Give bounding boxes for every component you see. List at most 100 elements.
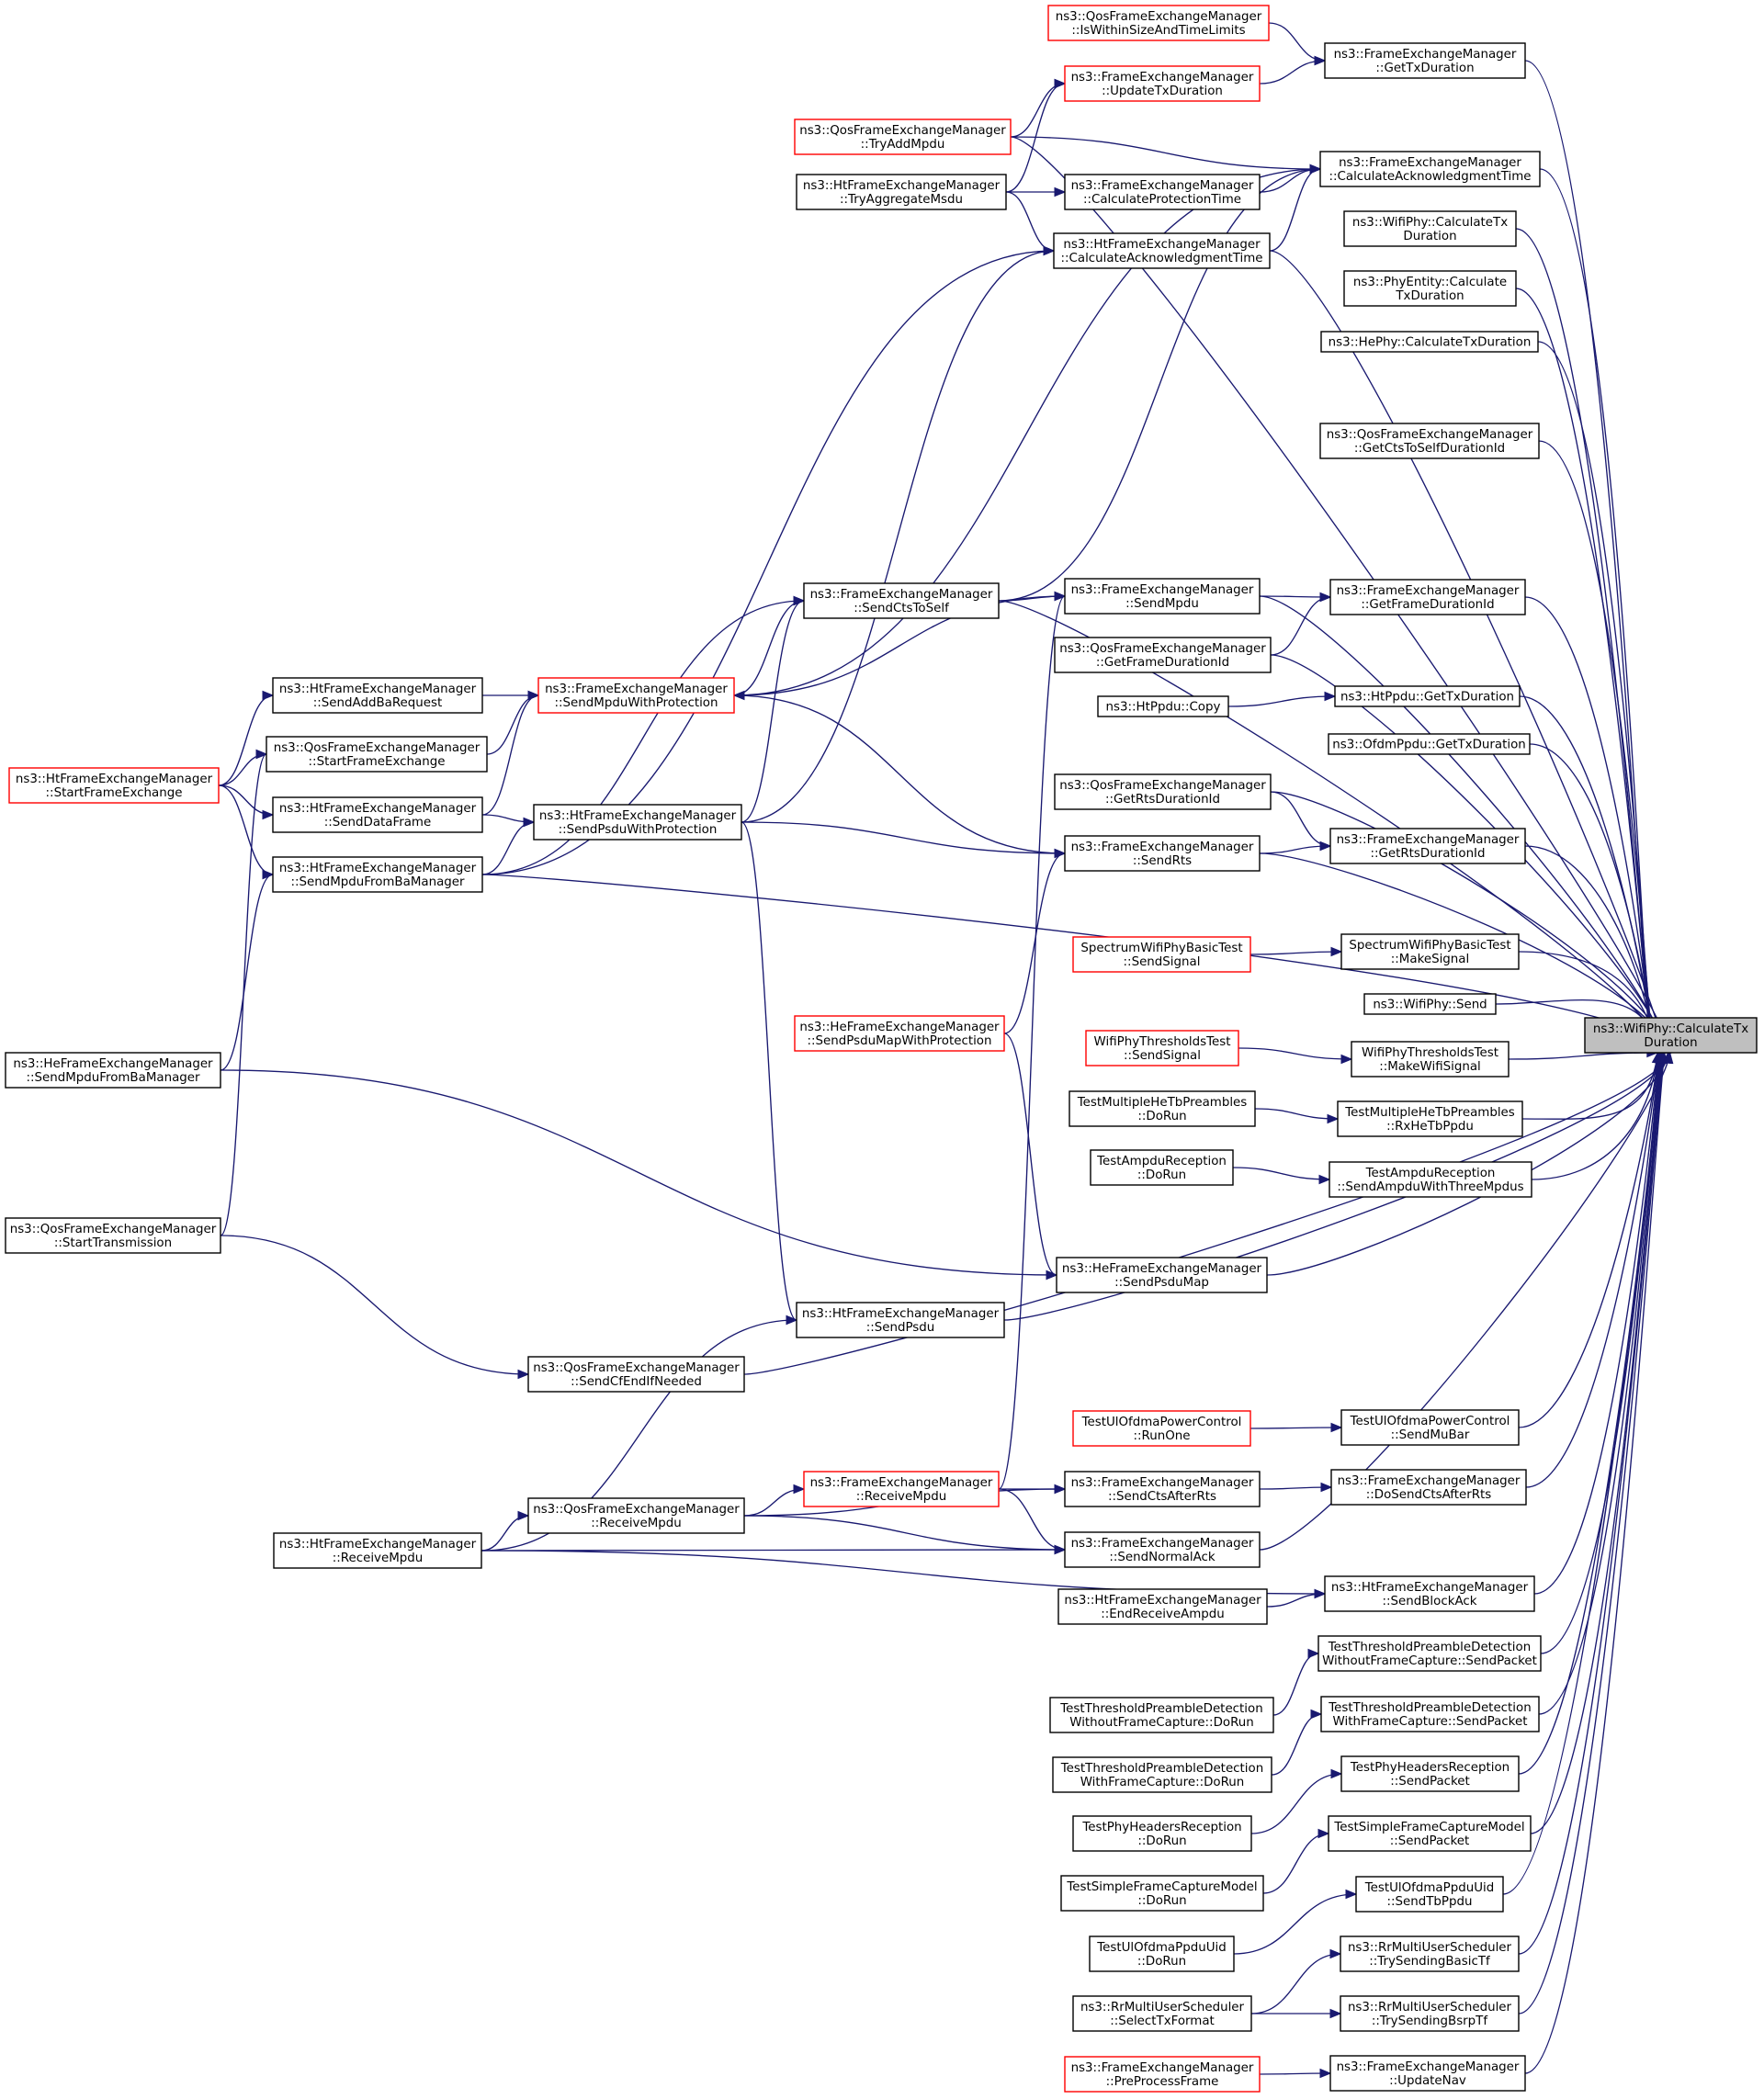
- node-hephy[interactable]: ns3::HePhy::CalculateTxDuration: [1320, 331, 1539, 353]
- node-ht-sendmpdufromba[interactable]: ns3::HtFrameExchangeManager::SendMpduFro…: [272, 856, 483, 893]
- node-box[interactable]: [1329, 2055, 1526, 2092]
- node-fem-recvmpdu[interactable]: ns3::FrameExchangeManager::ReceiveMpdu: [803, 1471, 1000, 1507]
- node-fem-getframedur[interactable]: ns3::FrameExchangeManager::GetFrameDurat…: [1329, 579, 1526, 615]
- node-thr-make[interactable]: WifiPhyThresholdsTest::MakeWifiSignal: [1351, 1041, 1510, 1078]
- node-phyentity[interactable]: ns3::PhyEntity::CalculateTxDuration: [1343, 270, 1517, 307]
- node-box[interactable]: [1340, 1409, 1520, 1446]
- node-box[interactable]: [527, 1356, 745, 1393]
- node-ulpc-runone[interactable]: TestUlOfdmaPowerControl::RunOne: [1072, 1410, 1251, 1447]
- node-rr-bsrp[interactable]: ns3::RrMultiUserScheduler::TrySendingBsr…: [1340, 1995, 1520, 2032]
- node-box[interactable]: [1363, 993, 1497, 1015]
- node-fem-sendrts[interactable]: ns3::FrameExchangeManager::SendRts: [1064, 835, 1261, 872]
- node-fem-sendnormack[interactable]: ns3::FrameExchangeManager::SendNormalAck: [1064, 1531, 1261, 1568]
- node-he-sendmpdufromba[interactable]: ns3::HeFrameExchangeManager::SendMpduFro…: [5, 1052, 221, 1089]
- node-root[interactable]: ns3::WifiPhy::CalculateTxDuration: [1584, 1017, 1758, 1054]
- node-box[interactable]: [1053, 232, 1271, 269]
- node-box[interactable]: [1340, 1755, 1520, 1792]
- node-fem-sendmpdu[interactable]: ns3::FrameExchangeManager::SendMpdu: [1064, 578, 1261, 615]
- node-box[interactable]: [1355, 1876, 1504, 1913]
- node-box[interactable]: [1319, 151, 1541, 187]
- node-fem-sendcts[interactable]: ns3::FrameExchangeManager::SendCtsToSelf: [803, 582, 1000, 619]
- node-box[interactable]: [1064, 2056, 1261, 2093]
- node-box[interactable]: [537, 677, 735, 714]
- node-box[interactable]: [527, 1497, 745, 1534]
- node-spectrum-make[interactable]: SpectrumWifiPhyBasicTest::MakeSignal: [1340, 933, 1520, 970]
- node-box[interactable]: [1584, 1017, 1758, 1054]
- node-rr-select[interactable]: ns3::RrMultiUserScheduler::SelectTxForma…: [1072, 1995, 1252, 2032]
- node-ampdu-dorun[interactable]: TestAmpduReception::DoRun: [1090, 1149, 1234, 1186]
- node-box[interactable]: [5, 1052, 221, 1089]
- node-box[interactable]: [1054, 773, 1272, 810]
- node-box[interactable]: [1320, 1696, 1540, 1732]
- node-box[interactable]: [5, 1217, 221, 1254]
- node-box[interactable]: [1069, 1090, 1256, 1127]
- node-qos-starttx[interactable]: ns3::QosFrameExchangeManager::StartTrans…: [5, 1217, 221, 1254]
- node-tpd-wo-send[interactable]: TestThresholdPreambleDetectionWithoutFra…: [1317, 1635, 1542, 1672]
- node-box[interactable]: [803, 582, 1000, 619]
- node-box[interactable]: [1320, 331, 1539, 353]
- node-box[interactable]: [1334, 685, 1521, 707]
- node-fem-sendctsafter[interactable]: ns3::FrameExchangeManager::SendCtsAfterR…: [1064, 1471, 1261, 1507]
- node-box[interactable]: [1319, 423, 1540, 459]
- node-box[interactable]: [273, 1532, 482, 1569]
- node-fem-sendmpduprot[interactable]: ns3::FrameExchangeManager::SendMpduWithP…: [537, 677, 735, 714]
- node-sfc-send[interactable]: TestSimpleFrameCaptureModel::SendPacket: [1328, 1815, 1532, 1852]
- node-he-sendpsdumap[interactable]: ns3::HeFrameExchangeManager::SendPsduMap: [1056, 1257, 1268, 1293]
- node-htppdu-gettx[interactable]: ns3::HtPpdu::GetTxDuration: [1334, 685, 1521, 707]
- node-ht-endrecv[interactable]: ns3::HtFrameExchangeManager::EndReceiveA…: [1057, 1588, 1268, 1625]
- node-qos-sendcfend[interactable]: ns3::QosFrameExchangeManager::SendCfEndI…: [527, 1356, 745, 1393]
- node-box[interactable]: [1064, 578, 1261, 615]
- node-spectrum-sendsig[interactable]: SpectrumWifiPhyBasicTest::SendSignal: [1072, 936, 1251, 973]
- node-ht-senddata[interactable]: ns3::HtFrameExchangeManager::SendDataFra…: [272, 796, 483, 833]
- node-wifiphy-send[interactable]: ns3::WifiPhy::Send: [1363, 993, 1497, 1015]
- node-box[interactable]: [272, 677, 483, 714]
- node-box[interactable]: [1329, 579, 1526, 615]
- node-qos-getframedur[interactable]: ns3::QosFrameExchangeManager::GetFrameDu…: [1054, 637, 1272, 673]
- node-qos-recvmpdu[interactable]: ns3::QosFrameExchangeManager::ReceiveMpd…: [527, 1497, 745, 1534]
- node-box[interactable]: [1049, 1697, 1274, 1733]
- node-box[interactable]: [1343, 270, 1517, 307]
- node-ht-startfe[interactable]: ns3::HtFrameExchangeManager::StartFrameE…: [8, 767, 220, 804]
- node-ulpu-send[interactable]: TestUlOfdmaPpduUid::SendTbPpdu: [1355, 1876, 1504, 1913]
- node-fem-gettxd[interactable]: ns3::FrameExchangeManager::GetTxDuration: [1324, 42, 1526, 79]
- node-box[interactable]: [796, 1302, 1005, 1338]
- node-qos-getrts[interactable]: ns3::QosFrameExchangeManager::GetRtsDura…: [1054, 773, 1272, 810]
- node-box[interactable]: [1328, 1815, 1532, 1852]
- node-htppdu-copy[interactable]: ns3::HtPpdu::Copy: [1097, 695, 1229, 717]
- node-box[interactable]: [1090, 1149, 1234, 1186]
- node-ht-calcack[interactable]: ns3::HtFrameExchangeManager::CalculateAc…: [1053, 232, 1271, 269]
- node-box[interactable]: [1343, 210, 1517, 247]
- node-box[interactable]: [1056, 1257, 1268, 1293]
- node-fem-preprocess[interactable]: ns3::FrameExchangeManager::PreProcessFra…: [1064, 2056, 1261, 2093]
- node-fem-dosend[interactable]: ns3::FrameExchangeManager::DoSendCtsAfte…: [1330, 1469, 1527, 1506]
- node-box[interactable]: [1324, 42, 1526, 79]
- node-box[interactable]: [794, 118, 1012, 155]
- node-fem-updtx[interactable]: ns3::FrameExchangeManager::UpdateTxDurat…: [1064, 65, 1261, 102]
- node-tpd-w-send[interactable]: TestThresholdPreambleDetectionWithFrameC…: [1320, 1696, 1540, 1732]
- node-box[interactable]: [272, 796, 483, 833]
- node-box[interactable]: [1340, 1995, 1520, 2032]
- node-box[interactable]: [1072, 1995, 1252, 2032]
- node-tpd-wo-dorun[interactable]: TestThresholdPreambleDetectionWithoutFra…: [1049, 1697, 1274, 1733]
- node-box[interactable]: [1340, 933, 1520, 970]
- node-fem-calcack[interactable]: ns3::FrameExchangeManager::CalculateAckn…: [1319, 151, 1541, 187]
- node-box[interactable]: [1089, 1935, 1235, 1972]
- node-box[interactable]: [794, 1015, 1005, 1052]
- node-box[interactable]: [266, 736, 488, 773]
- node-qos-iswithin[interactable]: ns3::QosFrameExchangeManager::IsWithinSi…: [1047, 5, 1270, 41]
- node-box[interactable]: [1052, 1756, 1272, 1793]
- node-box[interactable]: [1328, 733, 1531, 755]
- node-box[interactable]: [533, 804, 742, 841]
- node-box[interactable]: [1057, 1588, 1268, 1625]
- node-qos-tryadd[interactable]: ns3::QosFrameExchangeManager::TryAddMpdu: [794, 118, 1012, 155]
- node-box[interactable]: [8, 767, 220, 804]
- node-box[interactable]: [1064, 1531, 1261, 1568]
- node-box[interactable]: [1317, 1635, 1542, 1672]
- node-box[interactable]: [1064, 835, 1261, 872]
- node-box[interactable]: [803, 1471, 1000, 1507]
- node-box[interactable]: [1329, 1161, 1532, 1198]
- node-box[interactable]: [1047, 5, 1270, 41]
- node-box[interactable]: [1064, 65, 1261, 102]
- node-sfc-dorun[interactable]: TestSimpleFrameCaptureModel::DoRun: [1060, 1875, 1264, 1912]
- node-box[interactable]: [1060, 1875, 1264, 1912]
